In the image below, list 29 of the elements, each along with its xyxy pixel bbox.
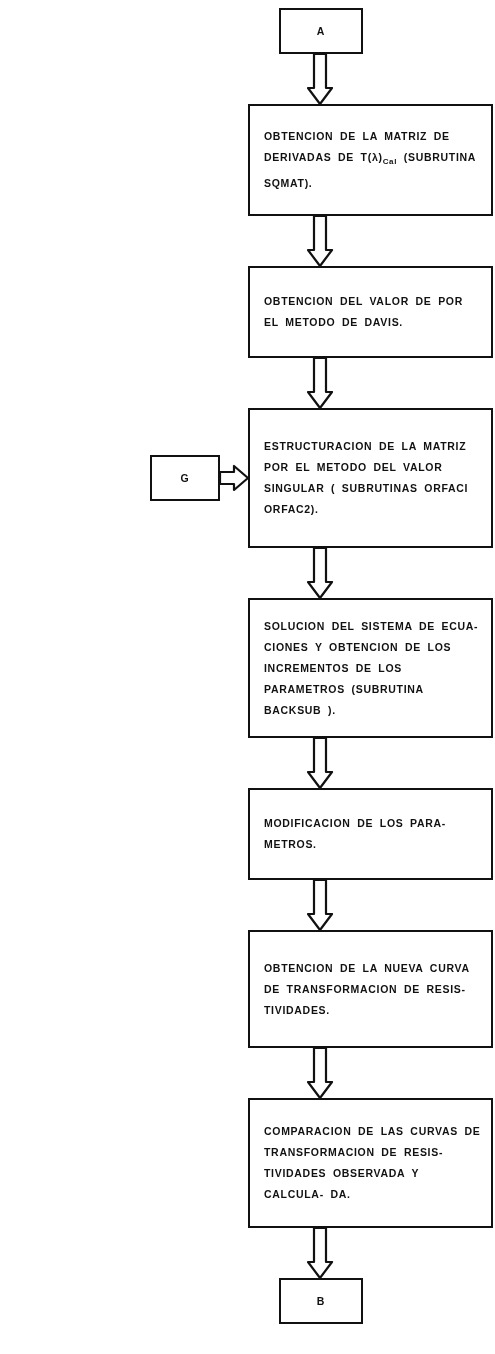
box-label: SOLUCION DEL SISTEMA DE ECUA- CIONES Y OBTENCION DE LOS INCREMENTOS DE LOS PARAMETROS (SUBRUTINA BACKSUB ). (264, 618, 480, 718)
block-arrow (306, 736, 334, 790)
connector-box (279, 1278, 363, 1324)
box-label: OBTENCION DEL VALOR DE POR EL METODO DE DAVIS. (264, 294, 464, 330)
block-arrow (218, 464, 250, 492)
block-arrow (306, 214, 334, 268)
connector-box (279, 8, 363, 54)
block-arrow (306, 356, 334, 410)
box-label: OBTENCION DE LA MATRIZ DE DERIVADAS DE T(λ)$_{Cal}$ (SUBRUTINA SQMAT). (264, 129, 477, 191)
process-box (248, 104, 493, 216)
process-box (248, 788, 493, 880)
process-box (248, 930, 493, 1048)
process-box (248, 408, 493, 548)
box-label: A (316, 23, 326, 39)
block-arrow (306, 878, 334, 932)
block-arrow (306, 1046, 334, 1100)
box-label: G (180, 470, 190, 486)
box-label: OBTENCION DE LA NUEVA CURVA DE TRANSFORMACION DE RESIS- TIVIDADES. (264, 960, 471, 1018)
block-arrow (306, 52, 334, 106)
block-arrow (306, 1226, 334, 1280)
process-box (248, 598, 493, 738)
box-label: B (316, 1293, 326, 1309)
connector-box (150, 455, 220, 501)
process-box (248, 1098, 493, 1228)
box-label: COMPARACION DE LAS CURVAS DE TRANSFORMACION DE RESIS- TIVIDADES OBSERVADA Y CALCULA- DA. (264, 1124, 481, 1202)
box-label: MODIFICACION DE LOS PARA- METROS. (264, 816, 448, 852)
box-label: ESTRUCTURACION DE LA MATRIZ POR EL METODO DEL VALOR SINGULAR ( SUBRUTINAS ORFACI ORFAC2). (264, 439, 470, 517)
block-arrow (306, 546, 334, 600)
process-box (248, 266, 493, 358)
